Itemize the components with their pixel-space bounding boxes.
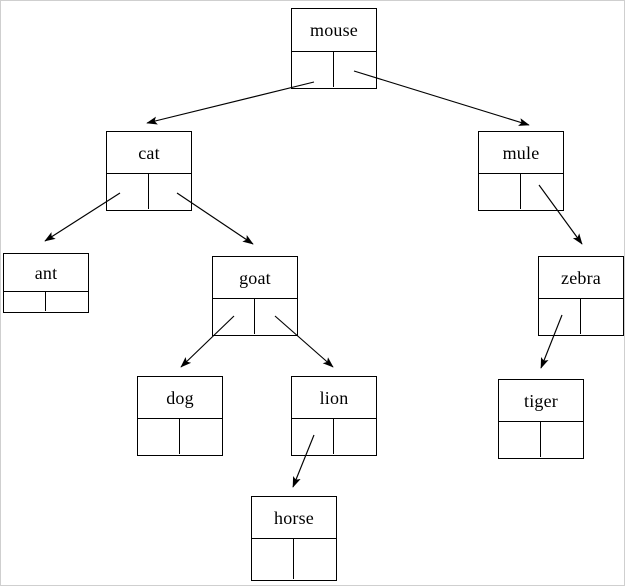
right-pointer-cell-mouse[interactable]: [334, 52, 376, 87]
left-pointer-cell-ant[interactable]: [4, 292, 46, 312]
right-pointer-cell-lion[interactable]: [334, 419, 376, 454]
tree-node-goat[interactable]: goat: [212, 256, 298, 336]
left-pointer-cell-zebra[interactable]: [539, 299, 581, 335]
left-pointer-cell-cat[interactable]: [107, 174, 149, 210]
left-pointer-cell-tiger[interactable]: [499, 422, 541, 458]
right-pointer-cell-dog[interactable]: [180, 419, 222, 454]
tree-node-zebra[interactable]: zebra: [538, 256, 624, 336]
node-pointers-dog: [138, 419, 222, 455]
edge-mouse-right-to-mule: [353, 70, 530, 126]
node-label-horse: horse: [252, 497, 336, 539]
tree-node-cat[interactable]: cat: [106, 131, 192, 211]
node-pointers-ant: [4, 292, 88, 312]
left-pointer-cell-mouse[interactable]: [292, 52, 334, 88]
tree-node-dog[interactable]: dog: [137, 376, 223, 456]
edge-mouse-left-to-cat: [146, 81, 315, 125]
node-label-dog: dog: [138, 377, 222, 419]
node-pointers-tiger: [499, 422, 583, 458]
left-pointer-cell-horse[interactable]: [252, 539, 294, 580]
tree-node-mouse[interactable]: mouse: [291, 8, 377, 89]
node-label-lion: lion: [292, 377, 376, 419]
tree-node-ant[interactable]: ant: [3, 253, 89, 313]
node-label-zebra: zebra: [539, 257, 623, 299]
node-pointers-lion: [292, 419, 376, 455]
tree-node-lion[interactable]: lion: [291, 376, 377, 456]
node-pointers-mule: [479, 174, 563, 210]
left-pointer-cell-goat[interactable]: [213, 299, 255, 335]
right-pointer-cell-cat[interactable]: [149, 174, 191, 209]
node-label-cat: cat: [107, 132, 191, 174]
node-label-tiger: tiger: [499, 380, 583, 422]
right-pointer-cell-ant[interactable]: [46, 292, 88, 311]
node-pointers-horse: [252, 539, 336, 580]
node-label-mouse: mouse: [292, 9, 376, 52]
left-pointer-cell-dog[interactable]: [138, 419, 180, 455]
node-pointers-goat: [213, 299, 297, 335]
node-label-ant: ant: [4, 254, 88, 292]
node-pointers-mouse: [292, 52, 376, 88]
node-pointers-cat: [107, 174, 191, 210]
tree-node-horse[interactable]: horse: [251, 496, 337, 581]
right-pointer-cell-tiger[interactable]: [541, 422, 583, 457]
right-pointer-cell-horse[interactable]: [294, 539, 336, 579]
left-pointer-cell-mule[interactable]: [479, 174, 521, 210]
right-pointer-cell-goat[interactable]: [255, 299, 297, 334]
right-pointer-cell-zebra[interactable]: [581, 299, 623, 334]
node-label-mule: mule: [479, 132, 563, 174]
right-pointer-cell-mule[interactable]: [521, 174, 563, 209]
tree-node-mule[interactable]: mule: [478, 131, 564, 211]
node-label-goat: goat: [213, 257, 297, 299]
tree-node-tiger[interactable]: tiger: [498, 379, 584, 459]
left-pointer-cell-lion[interactable]: [292, 419, 334, 455]
node-pointers-zebra: [539, 299, 623, 335]
